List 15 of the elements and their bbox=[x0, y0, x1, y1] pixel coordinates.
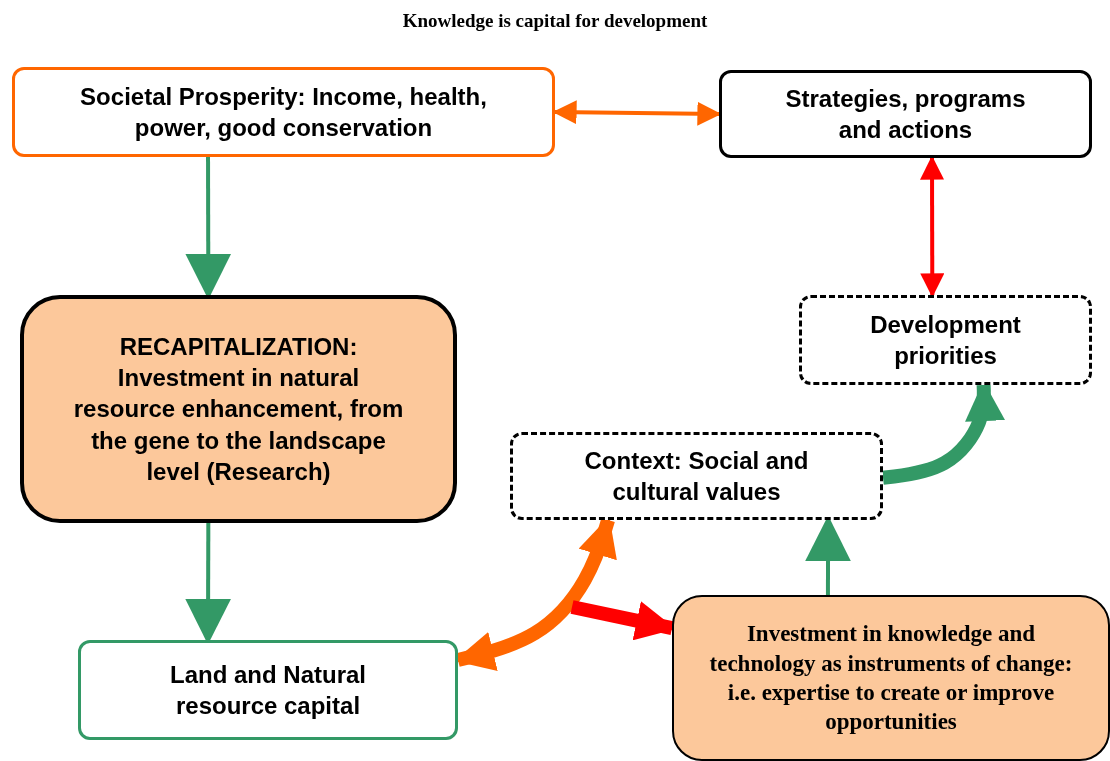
node-label: RECAPITALIZATION: bbox=[119, 332, 358, 363]
resource-box bbox=[78, 640, 458, 740]
process-box bbox=[20, 295, 457, 523]
process-box bbox=[719, 70, 1092, 158]
node-label: Investment in knowledge and technology as instruments of change: i.e. expertise to create or improve opportunities bbox=[708, 620, 1074, 737]
node-label: Societal Prosperity: Income, health, power, good conservation bbox=[79, 81, 488, 143]
node-label: Strategies, programs and actions bbox=[784, 83, 1027, 145]
node-label: Context: Social and cultural values bbox=[583, 445, 810, 507]
investment-box bbox=[672, 595, 1110, 761]
diagram-title: Knowledge is capital for development bbox=[401, 10, 709, 32]
node-label: Land and Natural resource capital bbox=[169, 659, 367, 721]
dashed-box bbox=[799, 295, 1092, 385]
outcome-box bbox=[12, 67, 555, 157]
node-label: Development priorities bbox=[869, 309, 1022, 371]
node-label: Investment in natural resource enhancement, from the gene to the landscape level (Research) bbox=[72, 363, 405, 487]
